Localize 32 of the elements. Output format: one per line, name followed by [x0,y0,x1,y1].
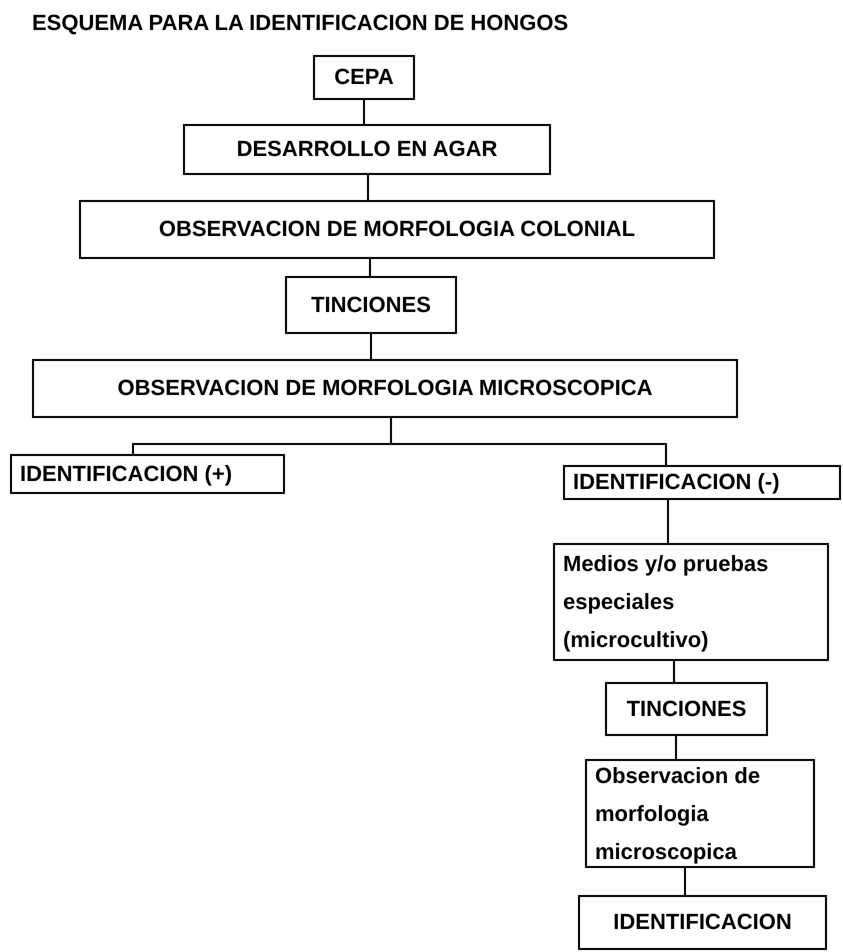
box-label: OBSERVACION DE MORFOLOGIA COLONIAL [158,216,636,243]
connector-line [673,661,675,682]
process-box [32,359,738,418]
box-label: IDENTIFICACION (-) [573,469,780,496]
process-box [605,682,768,736]
box-label: Observacion de morfologia microscopica [595,762,762,866]
box-label: IDENTIFICACION (+) [20,460,232,488]
box-label: CEPA [334,64,394,91]
connector-line [367,175,369,200]
process-box [183,124,551,175]
process-box [10,454,285,494]
process-box [563,465,841,500]
process-box [578,895,827,950]
connector-line [390,418,667,465]
connector-line [363,100,365,124]
box-label: DESARROLLO EN AGAR [236,136,498,163]
diagram-title: ESQUEMA PARA LA IDENTIFICACION DE HONGOS [32,10,568,36]
box-label: OBSERVACION DE MORFOLOGIA MICROSCOPICA [118,375,652,402]
connector-line [684,868,686,895]
process-box [585,759,815,868]
process-box [79,200,715,259]
box-label: Medios y/o pruebas especiales (microcultivo) [563,550,770,654]
connector-line [675,736,677,759]
box-label: TINCIONES [311,292,431,318]
box-label: IDENTIFICACION [613,909,792,936]
box-label: TINCIONES [626,696,746,722]
connector-line [369,259,371,276]
connector-line [370,334,372,359]
process-box [285,276,457,334]
process-box [553,543,829,661]
process-box [313,55,415,100]
connector-line [667,500,669,543]
